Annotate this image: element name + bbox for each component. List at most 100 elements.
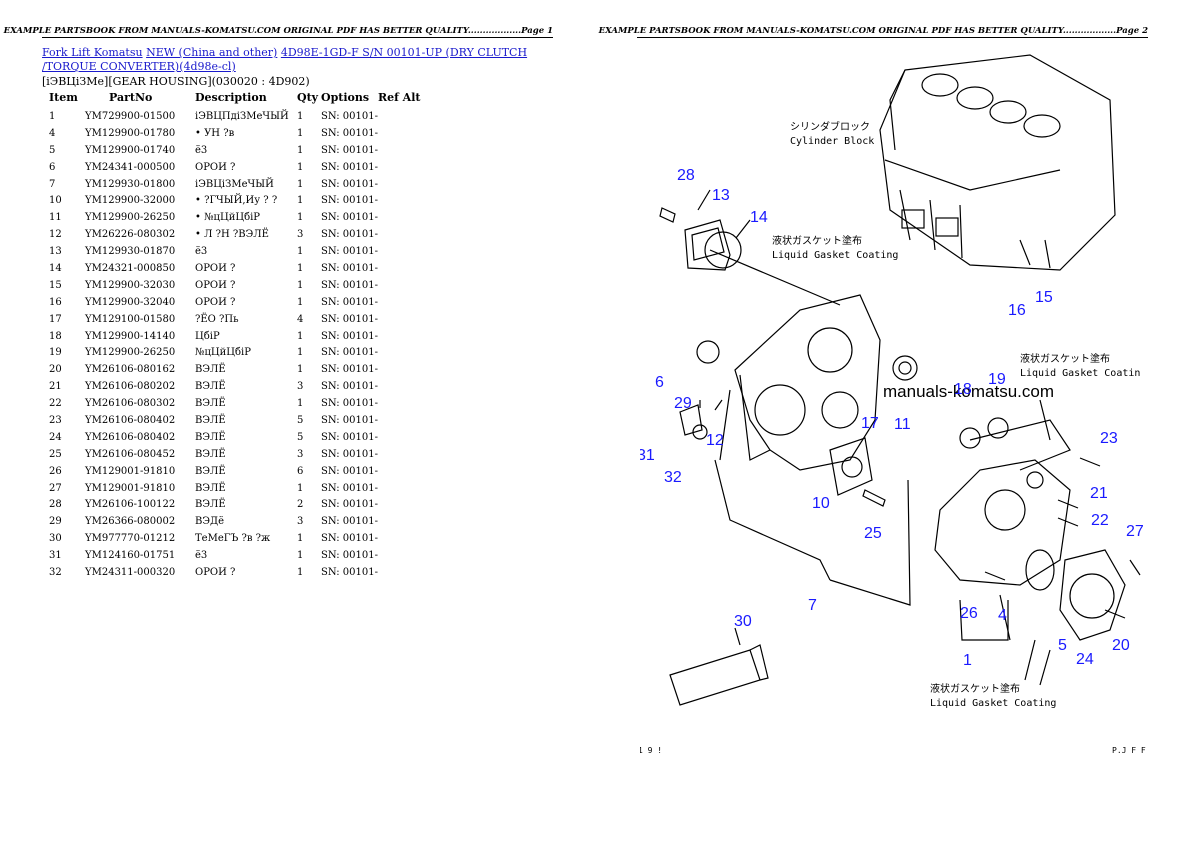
cell-options: SN: 00101- (321, 431, 378, 443)
cell-description: ВЭЛЁ (195, 381, 226, 393)
cell-partno: YM26106-080452 (85, 448, 176, 460)
cell-options: SN: 00101- (321, 414, 378, 426)
cell-qty: 1 (297, 482, 304, 494)
oil-seal-11 (892, 355, 918, 381)
bolt-26 (984, 571, 1006, 581)
breadcrumb-link-model[interactable]: 4D98E-1GD-F S/N 00101-UP (DRY CLUTCH /TO… (42, 46, 528, 73)
o-ring-32 (692, 424, 708, 440)
cell-options: SN: 00101- (321, 330, 378, 342)
cell-item: 5 (49, 144, 56, 156)
cell-refalt (378, 277, 421, 294)
cell-qty: 1 (297, 279, 304, 291)
cell-qty: 1 (297, 246, 304, 258)
cell-options: SN: 00101- (321, 262, 378, 274)
liquid-gasket-label-bottom: Liquid Gasket Coating (930, 698, 1056, 709)
cell-partno: YM129900-32000 (85, 195, 176, 207)
cell-qty: 1 (297, 550, 304, 562)
gear-housing-drawing (734, 294, 881, 471)
plug-31 (679, 404, 703, 436)
callout-32: 32 (664, 469, 682, 486)
cell-item: 28 (49, 499, 62, 511)
cell-options: SN: 00101- (321, 212, 378, 224)
cell-refalt (378, 378, 421, 395)
parts-page-1: EXAMPLE PARTSBOOK FROM MANUALS-KOMATSU.C… (4, 26, 553, 581)
cell-description: ВЭЛЁ (195, 448, 226, 460)
cell-qty: 1 (297, 533, 304, 545)
cell-item: 20 (49, 364, 62, 376)
cell-partno: YM129001-91810 (85, 465, 176, 477)
cell-refalt (378, 429, 421, 446)
cell-refalt (378, 328, 421, 345)
breadcrumb-link-forklift[interactable]: Fork Lift Komatsu (42, 46, 143, 59)
cell-qty: 3 (297, 381, 304, 393)
cell-description: • УН ?в (195, 127, 235, 139)
cell-refalt (378, 260, 421, 277)
cell-item: 27 (49, 482, 62, 494)
cell-item: 13 (49, 246, 62, 258)
page-header: EXAMPLE PARTSBOOK FROM MANUALS-KOMATSU.C… (598, 26, 1148, 36)
cell-description: ВЭЛЁ (195, 465, 226, 477)
front-cover-drawing (934, 419, 1071, 586)
cell-partno: YM129930-01800 (85, 178, 176, 190)
breadcrumb-link-region[interactable]: NEW (China and other) (146, 46, 278, 59)
bolt-23 (1079, 457, 1101, 467)
cylinder-block-label: Cylinder Block (790, 136, 874, 147)
cell-partno: YM26226-080302 (85, 229, 176, 241)
cell-qty: 1 (297, 330, 304, 342)
cell-qty: 3 (297, 448, 304, 460)
cell-refalt (378, 294, 421, 311)
cell-qty: 1 (297, 127, 304, 139)
plate-5-drawing (1059, 549, 1126, 641)
o-ring-6 (696, 340, 720, 364)
cell-refalt (378, 125, 421, 142)
cell-refalt (378, 226, 421, 243)
cell-options: SN: 00101- (321, 178, 378, 190)
cell-partno: YM26106-080202 (85, 381, 176, 393)
watermark: manuals-komatsu.com (883, 382, 1054, 401)
cell-description: ОРОИ ? (195, 161, 236, 173)
footer-left: 1 9 ! (640, 746, 662, 755)
cell-partno: YM129900-14140 (85, 330, 176, 342)
cell-qty: 1 (297, 364, 304, 376)
cell-qty: 1 (297, 398, 304, 410)
cylinder-block-drawing (879, 54, 1116, 271)
header-rule (637, 37, 1148, 38)
liquid-gasket-label-right: Liquid Gasket Coatin (1020, 368, 1140, 379)
col-refalt: Ref Alt (377, 90, 421, 104)
callout-19: 19 (988, 371, 1006, 388)
cell-options: SN: 00101- (321, 482, 378, 494)
cell-partno: YM129900-32040 (85, 296, 176, 308)
cell-item: 11 (49, 212, 62, 224)
cell-options: SN: 00101- (321, 499, 378, 511)
cell-options: SN: 00101- (321, 195, 378, 207)
callout-6: 6 (655, 374, 664, 391)
callout-17: 17 (861, 415, 879, 432)
cell-description: ТеМеГЪ ?в ?ж (195, 533, 271, 545)
callout-14: 14 (750, 209, 768, 226)
bolt-22 (1057, 517, 1079, 527)
cell-qty: 1 (297, 347, 304, 359)
liquid-gasket-label-top: Liquid Gasket Coating (772, 250, 898, 261)
cell-options: SN: 00101- (321, 279, 378, 291)
cell-refalt (378, 159, 421, 176)
cell-refalt (378, 311, 421, 328)
cell-description: ВЭЛЁ (195, 414, 226, 426)
cell-options: SN: 00101- (321, 533, 378, 545)
cell-item: 17 (49, 313, 62, 325)
cell-item: 29 (49, 516, 62, 528)
cell-options: SN: 00101- (321, 296, 378, 308)
jp-gasket-label-bottom: 液状ガスケット塗布 (930, 682, 1020, 695)
cell-partno: YM129930-01870 (85, 246, 176, 258)
